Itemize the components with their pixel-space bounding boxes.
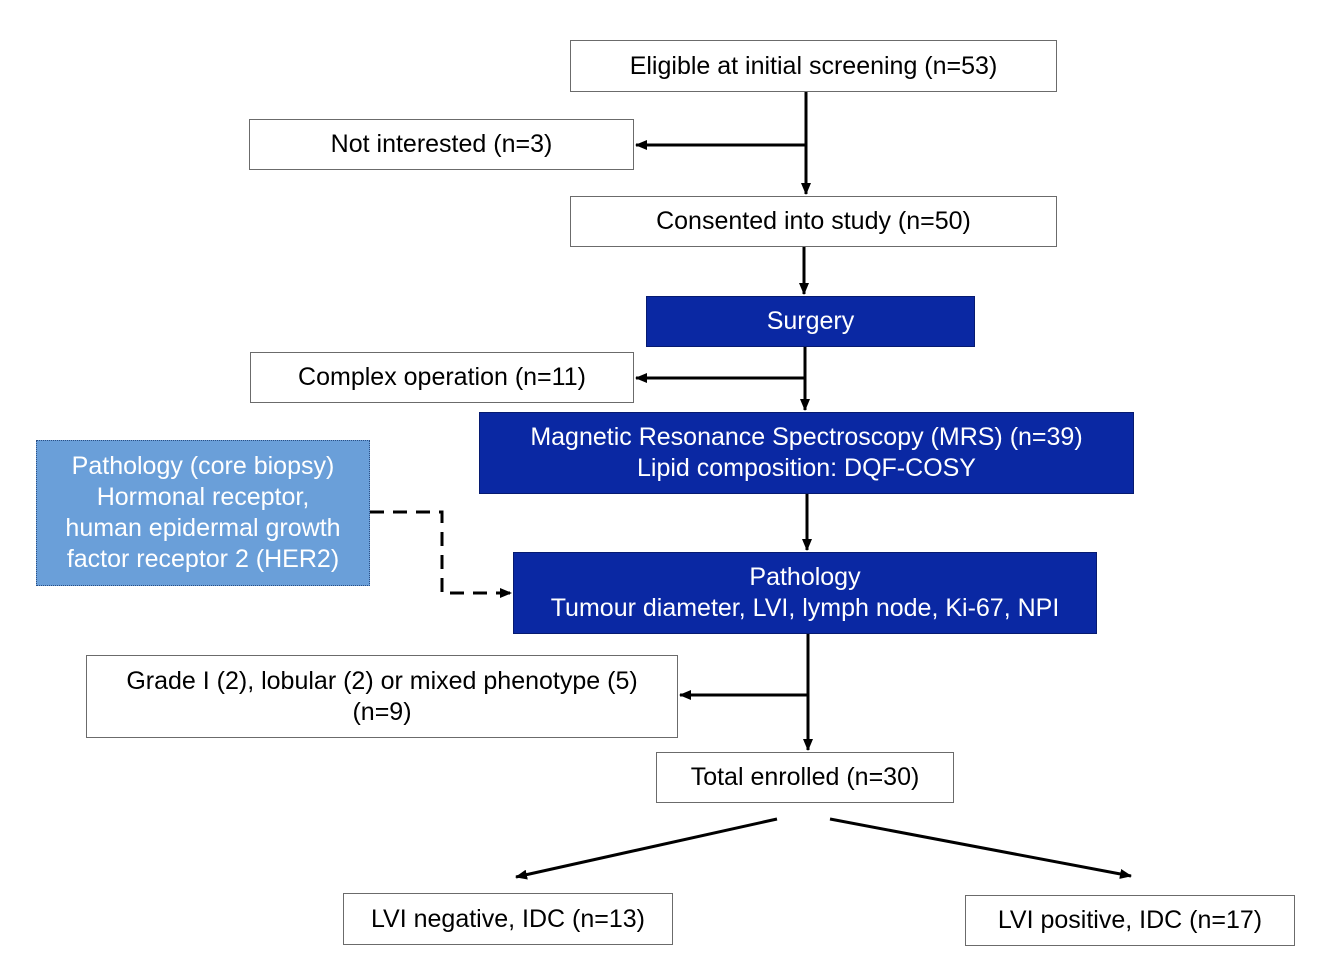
surgery-box: Surgery — [646, 296, 975, 347]
not-interested-label: Not interested (n=3) — [330, 130, 553, 158]
total-enrolled-box: Total enrolled (n=30) — [656, 752, 954, 803]
pathology-label-line1: Pathology — [749, 563, 861, 591]
arrow-total-to-lvi-positive — [829, 817, 1132, 879]
lvi-positive-label: LVI positive, IDC (n=17) — [997, 906, 1263, 934]
grade-exclusion-label-line1: Grade I (2), lobular (2) or mixed phenot… — [126, 666, 638, 695]
core-biopsy-label-line3: human epidermal growth — [65, 514, 341, 542]
not-interested-box: Not interested (n=3) — [249, 119, 634, 170]
grade-exclusion-label-line2: (n=9) — [352, 697, 412, 726]
lvi-positive-box: LVI positive, IDC (n=17) — [965, 895, 1295, 946]
eligible-box: Eligible at initial screening (n=53) — [570, 40, 1057, 92]
core-biopsy-box: Pathology (core biopsy) Hormonal recepto… — [36, 440, 370, 586]
core-biopsy-label-line2: Hormonal receptor, — [96, 483, 310, 511]
core-biopsy-label-line4: factor receptor 2 (HER2) — [66, 545, 340, 573]
lvi-negative-box: LVI negative, IDC (n=13) — [343, 893, 673, 945]
consented-label: Consented into study (n=50) — [656, 207, 971, 235]
arrow-total-to-lvi-negative — [515, 817, 778, 880]
pathology-box: Pathology Tumour diameter, LVI, lymph no… — [513, 552, 1097, 634]
mrs-label-line2: Lipid composition: DQF-COSY — [636, 454, 976, 482]
consented-box: Consented into study (n=50) — [570, 196, 1057, 247]
complex-operation-box: Complex operation (n=11) — [250, 352, 634, 403]
mrs-label-line1: Magnetic Resonance Spectroscopy (MRS) (n… — [530, 423, 1083, 451]
complex-operation-label: Complex operation (n=11) — [298, 363, 586, 391]
pathology-label-line2: Tumour diameter, LVI, lymph node, Ki-67,… — [550, 594, 1060, 622]
dashed-arrow-core-biopsy-to-pathology — [370, 510, 512, 598]
core-biopsy-label-line1: Pathology (core biopsy) — [71, 452, 335, 480]
eligible-label: Eligible at initial screening (n=53) — [629, 51, 998, 80]
grade-exclusion-box: Grade I (2), lobular (2) or mixed phenot… — [86, 655, 678, 738]
mrs-box: Magnetic Resonance Spectroscopy (MRS) (n… — [479, 412, 1134, 494]
lvi-negative-label: LVI negative, IDC (n=13) — [371, 904, 645, 933]
total-enrolled-label: Total enrolled (n=30) — [690, 763, 920, 791]
surgery-label: Surgery — [766, 307, 855, 335]
